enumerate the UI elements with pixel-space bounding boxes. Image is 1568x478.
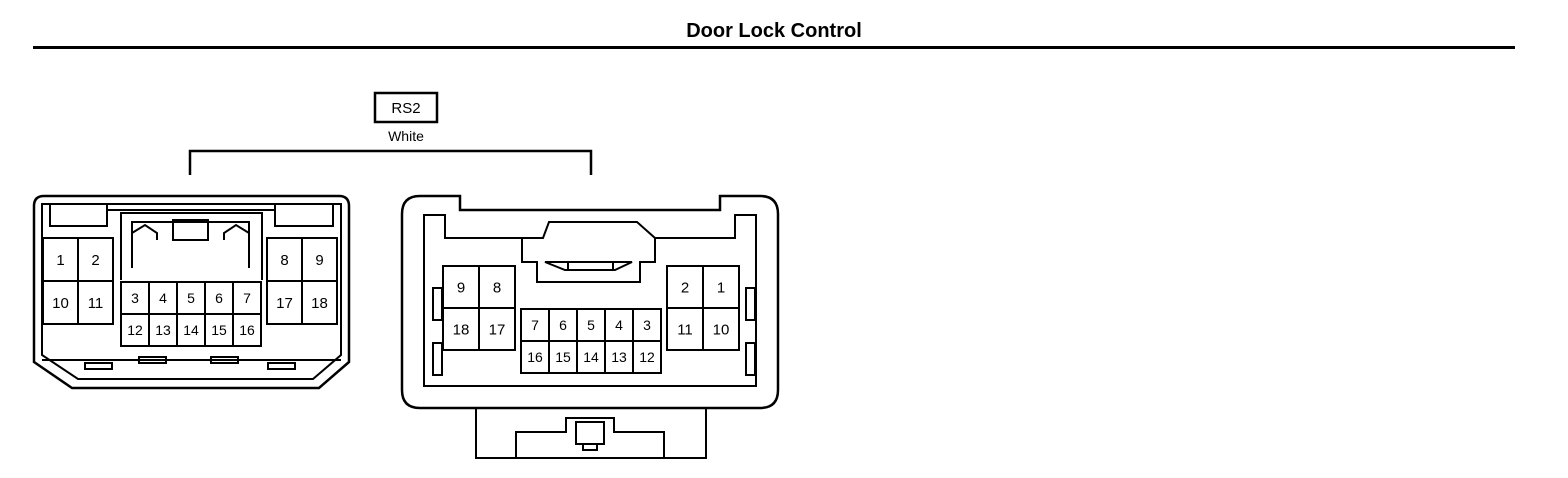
pin-cavity-left-11: 11 xyxy=(77,280,114,325)
pin-cavity-right-3: 3 xyxy=(632,308,662,342)
pin-number: 16 xyxy=(527,349,543,365)
pin-cavity-right-11: 11 xyxy=(666,307,704,351)
pin-cavity-right-13: 13 xyxy=(604,340,634,374)
pin-cavity-left-15: 15 xyxy=(204,313,234,347)
pin-number: 14 xyxy=(583,349,599,365)
pin-cavity-right-1: 1 xyxy=(702,265,740,309)
pin-cavity-left-17: 17 xyxy=(266,280,303,325)
pin-cavity-right-15: 15 xyxy=(548,340,578,374)
pin-cavity-right-12: 12 xyxy=(632,340,662,374)
pin-number: 17 xyxy=(489,321,506,338)
pin-cavity-right-2: 2 xyxy=(666,265,704,309)
pin-number: 1 xyxy=(717,279,725,296)
pin-cavity-right-16: 16 xyxy=(520,340,550,374)
pin-number: 14 xyxy=(183,322,199,338)
pin-cavity-left-9: 9 xyxy=(301,237,338,282)
pin-number: 6 xyxy=(215,290,223,306)
pin-number: 18 xyxy=(453,321,470,338)
pin-number: 11 xyxy=(677,321,693,338)
pin-number: 10 xyxy=(713,321,730,338)
pin-cavity-right-17: 17 xyxy=(478,307,516,351)
title-rule xyxy=(33,46,1515,49)
pin-number: 8 xyxy=(280,252,288,269)
pin-cavity-left-18: 18 xyxy=(301,280,338,325)
pin-number: 15 xyxy=(211,322,227,338)
pin-number: 4 xyxy=(615,317,623,333)
pin-number: 2 xyxy=(681,279,689,296)
left-connector-housing xyxy=(32,194,351,390)
pin-number: 6 xyxy=(559,317,567,333)
pin-cavity-left-8: 8 xyxy=(266,237,303,282)
pin-cavity-left-12: 12 xyxy=(120,313,150,347)
pin-cavity-left-14: 14 xyxy=(176,313,206,347)
pin-number: 2 xyxy=(91,252,99,269)
connector-label: RS2 White xyxy=(373,91,439,144)
pin-cavity-right-10: 10 xyxy=(702,307,740,351)
pin-number: 12 xyxy=(127,322,143,338)
pin-number: 11 xyxy=(88,295,104,312)
right-connector-housing xyxy=(400,194,780,459)
pin-number: 17 xyxy=(276,295,293,312)
pin-cavity-left-7: 7 xyxy=(232,281,262,315)
pin-number: 4 xyxy=(159,290,167,306)
pin-cavity-left-13: 13 xyxy=(148,313,178,347)
connector-code-box xyxy=(373,91,439,124)
pin-number: 16 xyxy=(239,322,255,338)
pin-number: 10 xyxy=(52,295,69,312)
pin-cavity-right-9: 9 xyxy=(442,265,480,309)
pin-number: 18 xyxy=(311,295,328,312)
pin-cavity-right-5: 5 xyxy=(576,308,606,342)
pin-cavity-left-2: 2 xyxy=(77,237,114,282)
pin-cavity-left-3: 3 xyxy=(120,281,150,315)
pin-number: 9 xyxy=(457,279,465,296)
pin-cavity-left-6: 6 xyxy=(204,281,234,315)
pin-cavity-left-5: 5 xyxy=(176,281,206,315)
pin-number: 7 xyxy=(243,290,251,306)
diagram-title: Door Lock Control xyxy=(686,20,862,42)
pin-cavity-right-8: 8 xyxy=(478,265,516,309)
pin-cavity-right-14: 14 xyxy=(576,340,606,374)
pin-number: 9 xyxy=(315,252,323,269)
pin-number: 3 xyxy=(643,317,651,333)
pin-cavity-left-10: 10 xyxy=(42,280,79,325)
pin-cavity-left-16: 16 xyxy=(232,313,262,347)
pin-number: 15 xyxy=(555,349,571,365)
pin-cavity-left-1: 1 xyxy=(42,237,79,282)
pin-cavity-right-4: 4 xyxy=(604,308,634,342)
connector-code: RS2 xyxy=(391,100,420,117)
pin-cavity-right-18: 18 xyxy=(442,307,480,351)
pin-number: 13 xyxy=(155,322,171,338)
pin-number: 13 xyxy=(611,349,627,365)
pin-cavity-right-7: 7 xyxy=(520,308,550,342)
pin-number: 5 xyxy=(587,317,595,333)
pin-cavity-left-4: 4 xyxy=(148,281,178,315)
pin-number: 12 xyxy=(639,349,655,365)
pin-cavity-right-6: 6 xyxy=(548,308,578,342)
pin-number: 8 xyxy=(493,279,501,296)
connector-color: White xyxy=(388,128,424,144)
connector-bracket xyxy=(188,149,593,175)
pin-number: 1 xyxy=(56,252,64,269)
pin-number: 7 xyxy=(531,317,539,333)
pin-number: 3 xyxy=(131,290,139,306)
pin-number: 5 xyxy=(187,290,195,306)
